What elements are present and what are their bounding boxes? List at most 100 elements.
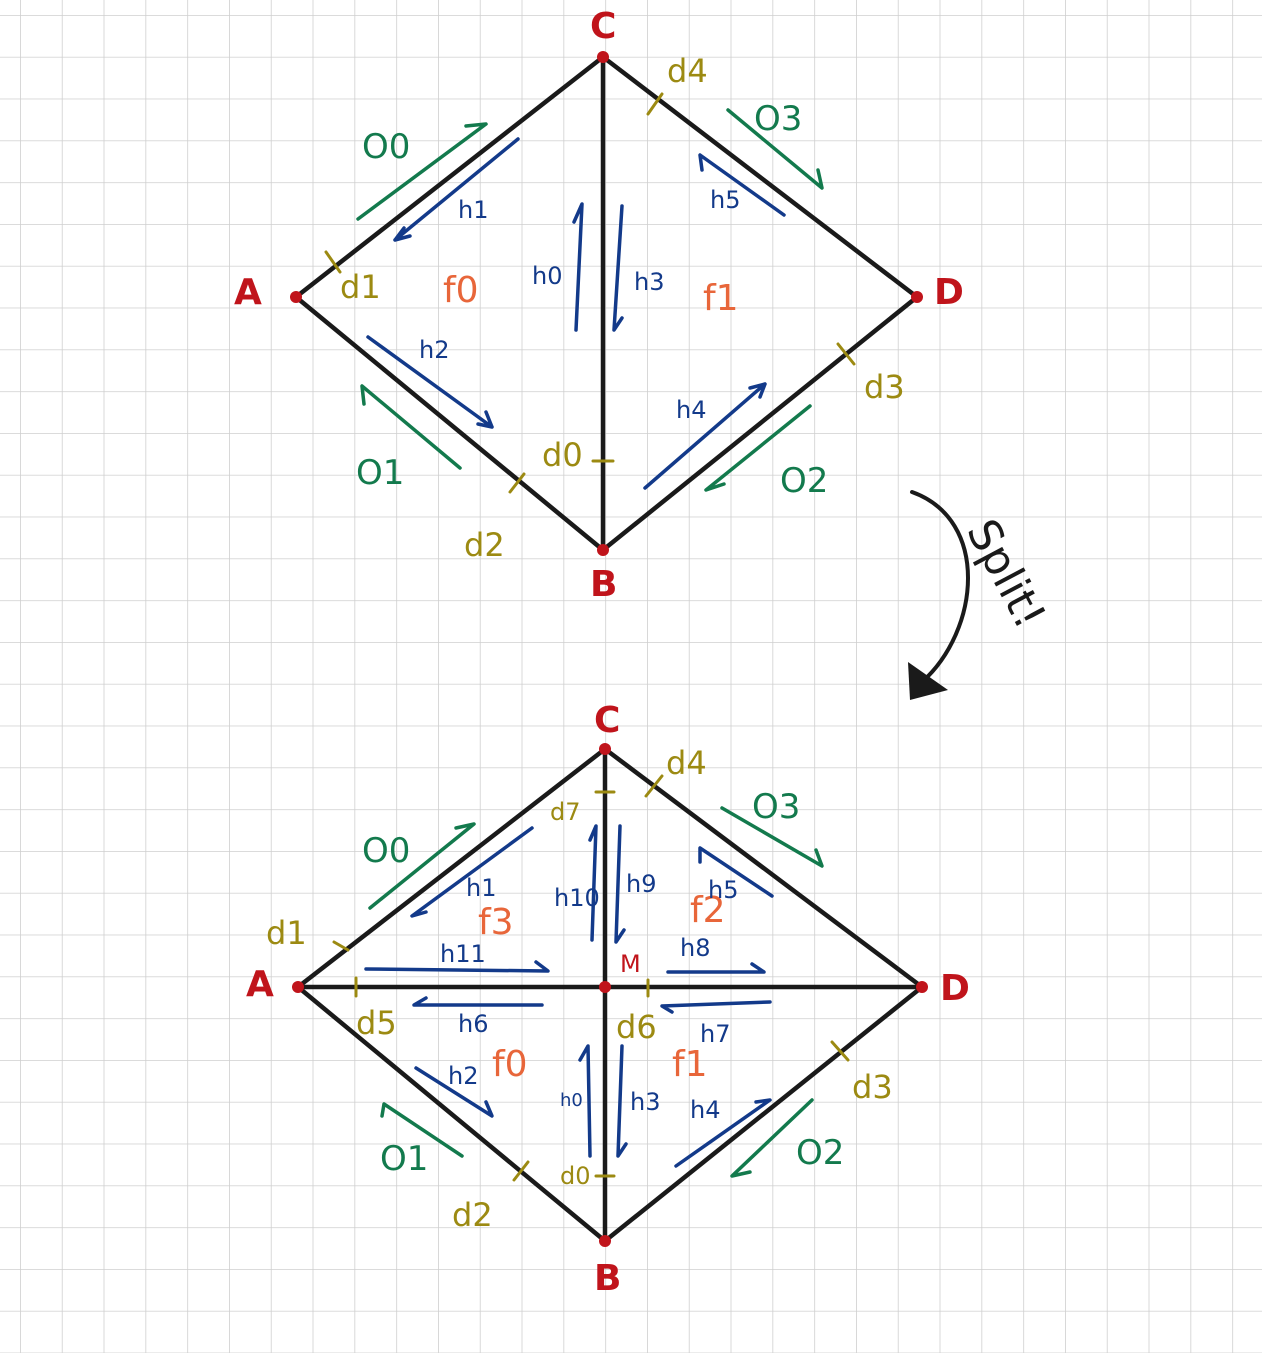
bottom-halfedge-arrow-h3 bbox=[616, 1044, 628, 1158]
bottom-vertex-D bbox=[916, 981, 928, 993]
bottom-halfedge-label-h10: h10 bbox=[554, 884, 600, 912]
top-label-D: D bbox=[934, 272, 964, 313]
bottom-label-M: M bbox=[620, 950, 641, 978]
top-dart-tick-d4 bbox=[646, 92, 664, 116]
top-outer-label-O3: O3 bbox=[754, 99, 802, 139]
bottom-halfedge-arrow-h7 bbox=[660, 1000, 772, 1014]
bottom-dart-label-d2: d2 bbox=[452, 1196, 493, 1234]
bottom-dart-label-d1: d1 bbox=[266, 914, 307, 952]
top-edge-AC bbox=[293, 54, 606, 300]
bottom-halfedge-arrow-h9 bbox=[614, 824, 626, 944]
bottom-label-B: B bbox=[594, 1258, 621, 1299]
bottom-edge-BD bbox=[602, 984, 925, 1244]
split-arrowhead-icon bbox=[908, 662, 948, 700]
bottom-halfedge-label-h3: h3 bbox=[630, 1088, 660, 1116]
bottom-halfedge-label-h7: h7 bbox=[700, 1020, 730, 1048]
top-outer-arrow-O2 bbox=[704, 404, 812, 492]
top-dart-tick-d3 bbox=[836, 342, 856, 366]
bottom-halfedge-label-h8: h8 bbox=[680, 934, 710, 962]
bottom-halfedge-label-h0: h0 bbox=[560, 1090, 583, 1111]
bottom-halfedge-label-h2: h2 bbox=[448, 1062, 478, 1090]
top-outer-label-O0: O0 bbox=[362, 127, 410, 167]
bottom-halfedge-label-h5: h5 bbox=[708, 876, 738, 904]
bottom-dart-label-d6: d6 bbox=[616, 1008, 657, 1046]
top-halfedge-arrow-h1 bbox=[393, 137, 520, 242]
top-halfedge-arrow-h2 bbox=[366, 335, 494, 429]
top-dart-tick-d2 bbox=[508, 472, 526, 494]
bottom-face-label-f3: f3 bbox=[478, 902, 514, 943]
bottom-edge-AC bbox=[295, 746, 608, 990]
bottom-label-D: D bbox=[940, 968, 970, 1009]
bottom-dart-tick-d3 bbox=[830, 1040, 850, 1062]
bottom-outer-label-O2: O2 bbox=[796, 1133, 844, 1173]
top-outer-arrow-O1 bbox=[360, 384, 462, 470]
bottom-dart-tick-d2 bbox=[512, 1160, 530, 1182]
bottom-outer-arrow-O3 bbox=[720, 806, 824, 868]
bottom-halfedge-arrow-h0 bbox=[578, 1044, 592, 1158]
top-label-C: C bbox=[590, 6, 616, 47]
bottom-halfedge-arrow-h2 bbox=[414, 1066, 494, 1118]
top-outer-arrow-O0 bbox=[356, 122, 488, 221]
top-halfedge-arrow-h5 bbox=[698, 153, 786, 217]
bottom-edge-AB bbox=[295, 984, 608, 1244]
top-diagram: A B C D f0 f1 h1 h2 h0 h3 h4 h5 O0 O1 O2… bbox=[234, 6, 964, 605]
top-label-B: B bbox=[590, 564, 617, 605]
bottom-halfedge-label-h9: h9 bbox=[626, 870, 656, 898]
top-halfedge-label-h3: h3 bbox=[634, 268, 664, 296]
bottom-halfedge-arrow-h6 bbox=[412, 996, 544, 1007]
top-edge-CD bbox=[600, 54, 920, 300]
bottom-outer-label-O0: O0 bbox=[362, 831, 410, 871]
bottom-halfedge-label-h4: h4 bbox=[690, 1096, 720, 1124]
bottom-dart-label-d7: d7 bbox=[550, 798, 581, 826]
bottom-dart-label-d3: d3 bbox=[852, 1068, 893, 1106]
bottom-halfedge-arrow-h4 bbox=[674, 1098, 772, 1168]
bottom-halfedge-arrow-h1 bbox=[410, 826, 534, 918]
top-outer-arrow-O3 bbox=[726, 108, 824, 190]
bottom-edge-CD bbox=[602, 746, 925, 990]
top-edge-BD bbox=[600, 294, 920, 553]
bottom-dart-tick-d1 bbox=[332, 940, 350, 952]
bottom-face-label-f2: f2 bbox=[690, 890, 726, 931]
bottom-halfedge-arrow-h11 bbox=[364, 960, 550, 973]
bottom-dart-label-d4: d4 bbox=[666, 744, 707, 782]
bottom-outer-arrow-O0 bbox=[368, 822, 476, 910]
top-halfedge-label-h2: h2 bbox=[419, 336, 449, 364]
top-vertex-C bbox=[597, 51, 609, 63]
bottom-face-label-f0: f0 bbox=[492, 1044, 528, 1085]
top-halfedge-label-h1: h1 bbox=[458, 196, 488, 224]
top-label-A: A bbox=[234, 272, 262, 313]
bottom-halfedge-label-h6: h6 bbox=[458, 1010, 488, 1038]
bottom-outer-label-O1: O1 bbox=[380, 1139, 428, 1179]
bottom-outer-arrow-O1 bbox=[380, 1102, 464, 1158]
bottom-diagram: A B C D M f0 f1 f2 f3 h1 h11 h6 h2 h10 h… bbox=[246, 700, 970, 1299]
bottom-outer-arrow-O2 bbox=[730, 1098, 814, 1178]
top-halfedge-arrow-h4 bbox=[643, 382, 767, 490]
bottom-vertex-M bbox=[599, 981, 611, 993]
bottom-halfedge-label-h1: h1 bbox=[466, 874, 496, 902]
top-outer-label-O1: O1 bbox=[356, 453, 404, 493]
top-halfedge-label-h4: h4 bbox=[676, 396, 706, 424]
top-outer-label-O2: O2 bbox=[780, 461, 828, 501]
top-halfedge-label-h5: h5 bbox=[710, 186, 740, 214]
bottom-vertex-C bbox=[599, 743, 611, 755]
bottom-face-label-f1: f1 bbox=[672, 1044, 708, 1085]
top-vertex-A bbox=[290, 291, 302, 303]
top-vertex-D bbox=[911, 291, 923, 303]
bottom-halfedge-label-h11: h11 bbox=[440, 940, 486, 968]
bottom-halfedge-arrow-h8 bbox=[666, 962, 766, 974]
bottom-dart-tick-d4 bbox=[644, 774, 664, 798]
top-halfedge-arrow-h3 bbox=[612, 204, 624, 332]
top-dart-label-d0: d0 bbox=[542, 436, 583, 474]
top-face-label-f1: f1 bbox=[703, 278, 739, 319]
top-halfedge-arrow-h0 bbox=[572, 202, 584, 332]
top-dart-label-d3: d3 bbox=[864, 368, 905, 406]
top-dart-label-d1: d1 bbox=[340, 268, 381, 306]
top-halfedge-label-h0: h0 bbox=[532, 262, 562, 290]
bottom-halfedge-arrow-h10 bbox=[588, 824, 598, 942]
top-face-label-f0: f0 bbox=[443, 270, 479, 311]
top-edge-AB bbox=[293, 294, 606, 553]
bottom-halfedge-arrow-h5 bbox=[698, 846, 774, 898]
